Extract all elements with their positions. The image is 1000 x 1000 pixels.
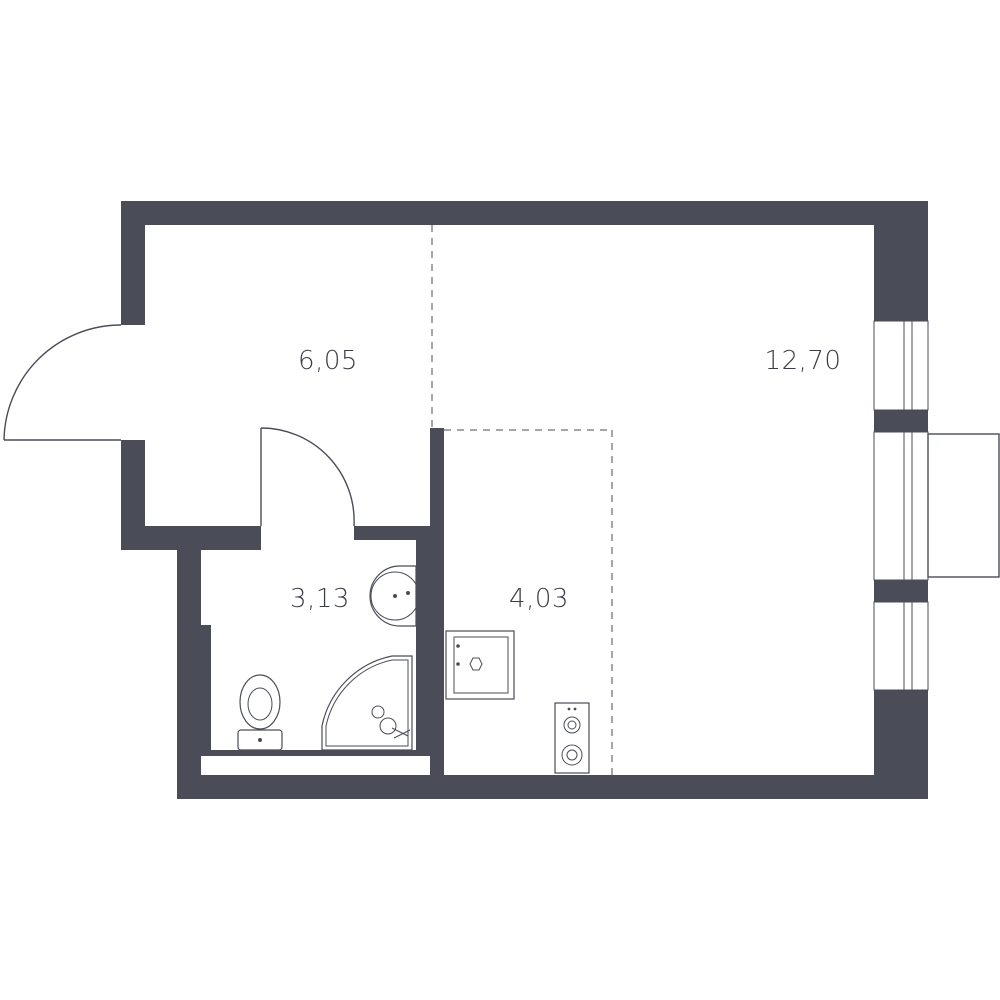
kitchen-sink-icon: [445, 630, 515, 700]
wall-partition: [430, 428, 444, 775]
door-swing-icon: [3, 324, 355, 527]
wall-right-mid1: [874, 410, 928, 432]
wall-hall-bottom-right: [354, 526, 444, 540]
wall-bath-bottom: [201, 750, 430, 756]
shower-icon: [321, 655, 413, 751]
living-area-label: 12,70: [765, 346, 842, 376]
zone-boundaries: [431, 225, 613, 775]
balcony-icon: [927, 433, 1000, 578]
wall-bottom: [177, 775, 928, 799]
wall-left-upper: [121, 201, 145, 325]
outer-walls: [121, 201, 928, 799]
toilet-icon: [237, 674, 283, 751]
stove-icon: [554, 702, 590, 774]
wall-bath-left: [177, 540, 201, 799]
wall-right-mid2: [874, 580, 928, 602]
wall-bath-left-inner: [201, 625, 211, 750]
bathroom-area-label: 3,13: [290, 584, 350, 614]
kitchen-area-label: 4,03: [509, 584, 569, 614]
window-icon: [873, 320, 929, 691]
wall-right-upper: [874, 201, 928, 321]
hall-area-label: 6,05: [298, 346, 358, 376]
sink-icon: [369, 565, 420, 627]
wall-partition-bath: [416, 540, 430, 750]
wall-top: [121, 201, 928, 225]
